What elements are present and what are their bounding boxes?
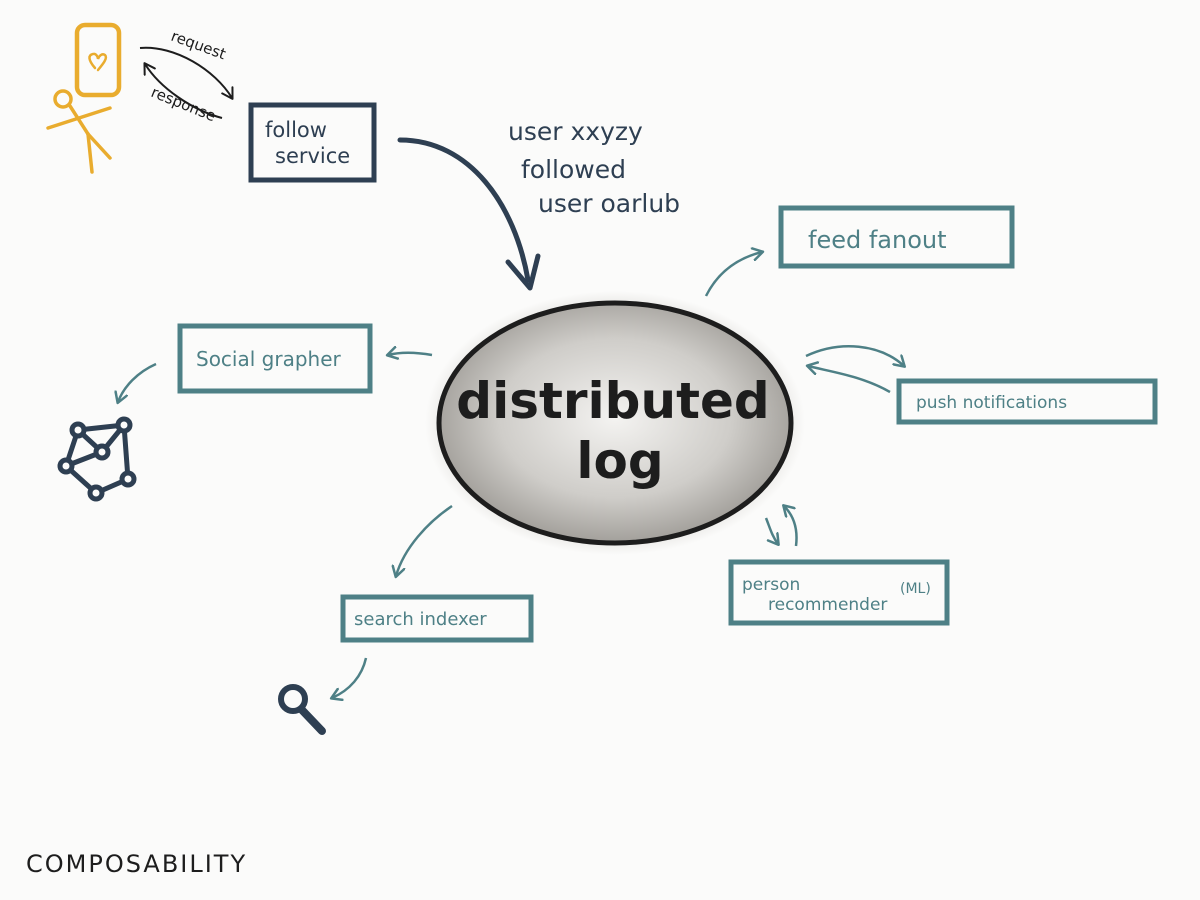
person-recommender-box <box>728 559 950 626</box>
search-indexer-label: search indexer <box>354 609 487 630</box>
feed-fanout-label: feed fanout <box>808 226 947 254</box>
log-to-social-grapher-arrow <box>388 353 433 355</box>
person-recommender-line2: recommender <box>768 595 887 615</box>
request-arrow <box>139 46 234 100</box>
request-label: request <box>169 27 229 63</box>
follow-service-line1: follow <box>265 118 327 142</box>
smartphone-heart-icon <box>74 22 122 98</box>
push-to-log-arrow <box>808 366 891 394</box>
response-arrow <box>143 62 223 119</box>
person-recommender-ml-tag: (ML) <box>900 581 931 597</box>
push-notifications-label: push notifications <box>916 393 1067 413</box>
follow-to-log-arrow <box>397 137 531 283</box>
follow-service-box <box>248 102 377 183</box>
social-grapher-box <box>177 323 373 394</box>
social-grapher-to-graph-arrow <box>118 362 157 402</box>
person-recommender-line1: person <box>742 575 800 595</box>
footer-title: COMPOSABILITY <box>26 850 248 878</box>
distributed-log-ellipse <box>436 300 794 546</box>
graph-network-icon <box>57 416 137 502</box>
event-message-line2: followed <box>521 155 626 184</box>
magnifier-icon <box>278 684 326 735</box>
recommender-to-log-arrow <box>784 506 798 547</box>
search-indexer-to-search-arrow <box>332 657 368 698</box>
distributed-log-line1: distributed <box>456 372 769 430</box>
log-to-feed-fanout-arrow <box>704 252 762 297</box>
push-notifications-box <box>896 378 1158 425</box>
stick-figure-icon <box>46 89 112 174</box>
distributed-log-line2: log <box>576 432 663 490</box>
search-indexer-box <box>340 594 534 643</box>
event-message-line3: user oarlub <box>538 189 680 218</box>
social-grapher-label: Social grapher <box>196 347 342 371</box>
event-message-line1: user xxyzy <box>508 117 643 146</box>
follow-to-log-arrowhead <box>505 253 541 291</box>
response-label: response <box>149 83 219 125</box>
log-to-search-indexer-arrow <box>396 504 453 576</box>
log-to-recommender-arrow <box>764 517 778 544</box>
feed-fanout-box <box>778 205 1015 269</box>
follow-service-line2: service <box>275 144 350 168</box>
log-to-push-arrow <box>805 345 904 366</box>
